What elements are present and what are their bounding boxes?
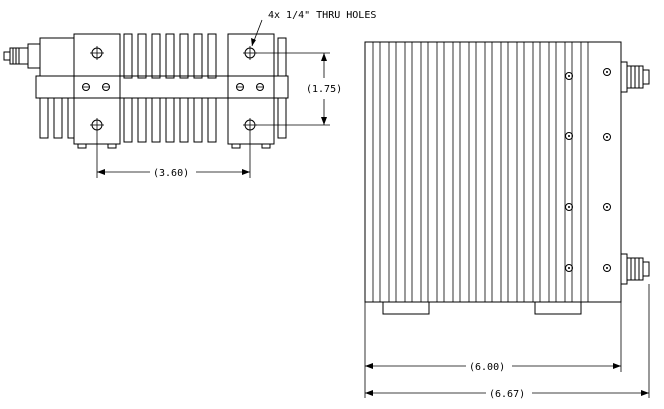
coax-connector-icon [620, 253, 650, 285]
screw-dots [565, 68, 611, 272]
holes-callout: 4x 1/4" THRU HOLES [268, 10, 376, 21]
dim-horizontal-side [96, 132, 251, 178]
side-view: 4x 1/4" THRU HOLES (1.75) (3.60) [3, 10, 376, 179]
mounting-blocks [73, 33, 275, 149]
dim-vertical [256, 52, 330, 126]
fin-lines [372, 42, 589, 302]
extension-lines [364, 284, 650, 398]
screw-icons [82, 83, 264, 91]
mounting-foot [534, 301, 582, 315]
coax-connector-icon [3, 43, 41, 69]
hole-icon [243, 118, 257, 132]
dim-6-00-label: (6.00) [469, 362, 505, 373]
top-view: (6.00) (6.67) [364, 41, 650, 400]
dim-width-body [365, 363, 621, 369]
dim-6-67-label: (6.67) [489, 389, 525, 400]
thru-hole-icons [90, 46, 257, 132]
heatsink-body [364, 41, 622, 303]
dim-3-60-label: (3.60) [153, 168, 189, 179]
dim-width-overall [365, 390, 649, 396]
hole-icon [243, 46, 257, 60]
coax-connector-icon [620, 61, 650, 93]
mounting-foot [382, 301, 430, 315]
leader-arrow-icon [251, 38, 256, 46]
center-strip [35, 75, 289, 99]
dim-1-75-label: (1.75) [306, 84, 342, 95]
hole-icon [90, 118, 104, 132]
hole-icon [90, 46, 104, 60]
